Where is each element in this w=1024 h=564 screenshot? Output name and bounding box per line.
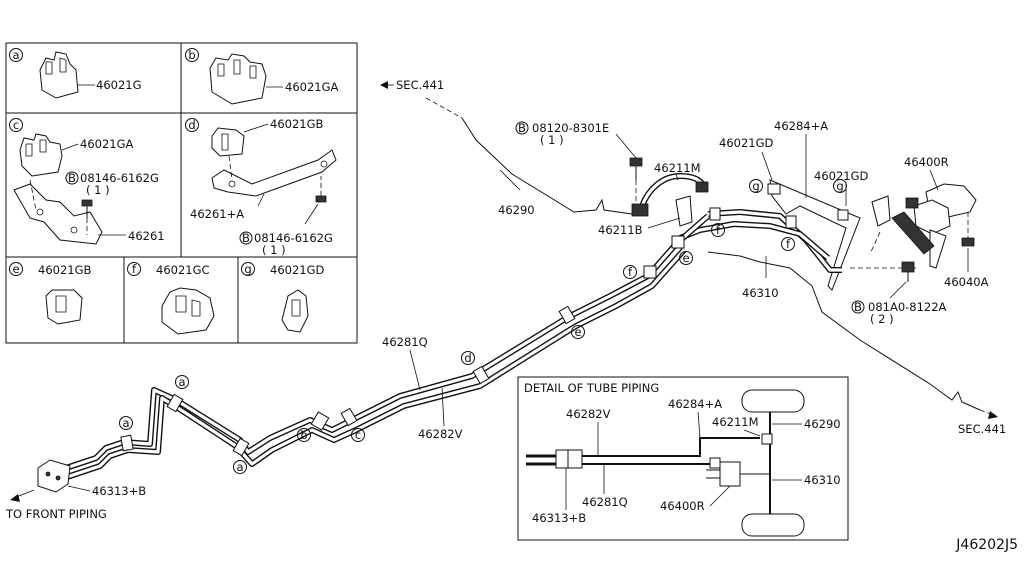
callout-d: d (464, 351, 471, 365)
detail-46281Q: 46281Q (582, 495, 628, 509)
detail-46400R: 46400R (660, 499, 705, 513)
legend-bracket-c: 46261 (128, 229, 165, 243)
legend-bracket-d: 46261+A (190, 207, 244, 221)
legend-cell-c: c 46021GA B 08146-6162G ( 1 ) 46261 (9, 118, 165, 245)
legend-cell-f: f 46021GC (127, 262, 215, 335)
callout-g-2: g (752, 179, 759, 193)
legend-part-c: 46021GA (80, 137, 133, 151)
sec441-top-label: SEC.441 (396, 78, 444, 92)
legend-letter-b: b (188, 48, 195, 62)
detail-46290: 46290 (804, 417, 841, 431)
callout-a2: a (122, 416, 129, 430)
valve-46400R: 46400R 46040A (850, 155, 989, 289)
label-46021GD-2: 46021GD (814, 169, 868, 183)
callout-e1: e (682, 251, 689, 265)
legend-panel (5, 42, 358, 344)
callout-a1: a (178, 375, 185, 389)
legend-letter-f: f (132, 262, 137, 276)
legend-bolt-qty-d: ( 1 ) (262, 243, 286, 257)
callout-c: c (355, 428, 361, 442)
callout-g: g (836, 179, 843, 193)
tube-46290 (461, 117, 633, 215)
wheel-top-icon (741, 389, 805, 413)
wheel-bottom-icon (741, 513, 805, 537)
detail-46313B: 46313+B (532, 511, 586, 525)
legend-part-b: 46021GA (285, 80, 338, 94)
label-46211B: 46211B (598, 223, 643, 237)
bracket-46261-icon (13, 183, 103, 245)
clip-46021GA-icon (209, 53, 267, 105)
legend-cell-g: g 46021GD (241, 262, 324, 333)
legend-letter-d: d (188, 118, 195, 132)
bolt-08120: B 08120-8301E ( 1 ) (515, 121, 643, 204)
clip-46021GD-icon (281, 289, 309, 333)
sec441-right-label: SEC.441 (958, 422, 1006, 436)
legend-letter-a: a (12, 48, 19, 62)
legend-bolt-c: 08146-6162G (80, 171, 159, 185)
clip-46021GB-icon (45, 289, 83, 325)
label-46310: 46310 (742, 286, 779, 300)
label-to-front: TO FRONT PIPING (5, 507, 107, 521)
clip-46021GA-icon (19, 133, 63, 177)
legend-part-a: 46021G (96, 78, 142, 92)
hose-end-fitting-icon (631, 203, 649, 217)
tube-46310 (707, 251, 981, 411)
legend-bolt-d: 08146-6162G (254, 231, 333, 245)
label-46282V: 46282V (418, 427, 463, 441)
legend-part-g: 46021GD (270, 263, 324, 277)
bolt-letter-icon: B (854, 300, 862, 314)
detail-title: DETAIL OF TUBE PIPING (524, 381, 659, 395)
legend-letter-g: g (244, 262, 251, 276)
label-46313B: 46313+B (92, 484, 146, 498)
sec441-top: SEC.441 (380, 78, 463, 119)
bolt-letter-icon: B (68, 171, 76, 185)
bolt-letter-icon: B (242, 231, 250, 245)
detail-box: DETAIL OF TUBE PIPING 46282V 46284+A 462… (517, 376, 849, 541)
bracket-46211B-icon (675, 195, 693, 227)
detail-46284A: 46284+A (668, 397, 722, 411)
detail-46310: 46310 (804, 473, 841, 487)
legend-cell-a: a 46021G (9, 48, 142, 99)
clip-46021G-icon (39, 51, 79, 99)
legend-part-d: 46021GB (270, 117, 323, 131)
legend-part-f: 46021GC (156, 263, 210, 277)
callout-a3: a (236, 460, 243, 474)
legend-cell-d: d 46021GB 46261+A B 08146-6162G ( 1 ) (185, 117, 337, 257)
callout-b: b (300, 428, 307, 442)
label-46290: 46290 (498, 203, 535, 217)
bracket-46284A-icon (769, 179, 861, 291)
label-46211M: 46211M (654, 161, 701, 175)
legend-part-e: 46021GB (38, 263, 91, 277)
label-46021GD-1: 46021GD (719, 136, 773, 150)
label-46400R: 46400R (904, 155, 949, 169)
label-46040A: 46040A (944, 275, 989, 289)
tube-46281Q (63, 248, 687, 481)
label-46284A: 46284+A (774, 119, 828, 133)
callout-f2: f (786, 237, 791, 251)
legend-letter-e: e (12, 262, 19, 276)
legend-bolt-qty-c: ( 1 ) (86, 183, 110, 197)
diagram-code: J46202J5 (955, 537, 1018, 553)
legend-cell-e: e 46021GB (9, 262, 91, 325)
legend-letter-c: c (13, 118, 19, 132)
callout-e2: e (574, 325, 581, 339)
legend-cell-b: b 46021GA (185, 48, 338, 105)
label-bolt-top-qty: ( 1 ) (540, 133, 564, 147)
callout-f3: f (628, 265, 633, 279)
callout-f1: f (716, 223, 721, 237)
callouts: g g f f f e e d c b a a a (119, 179, 847, 474)
block-46313B: 46313+B TO FRONT PIPING (5, 459, 146, 521)
bracket-46261A-icon (211, 149, 337, 197)
detail-46211M: 46211M (712, 415, 759, 429)
bolt-letter-icon: B (518, 121, 526, 135)
bolt-081A0: B 081A0-8122A ( 2 ) (851, 281, 947, 326)
label-bolt-top: 08120-8301E (532, 121, 609, 135)
label-bolt-right: 081A0-8122A (868, 300, 947, 314)
label-46281Q: 46281Q (382, 335, 428, 349)
clip-46021GC-icon (161, 287, 215, 335)
detail-46282V: 46282V (566, 407, 611, 421)
label-bolt-right-qty: ( 2 ) (870, 312, 894, 326)
